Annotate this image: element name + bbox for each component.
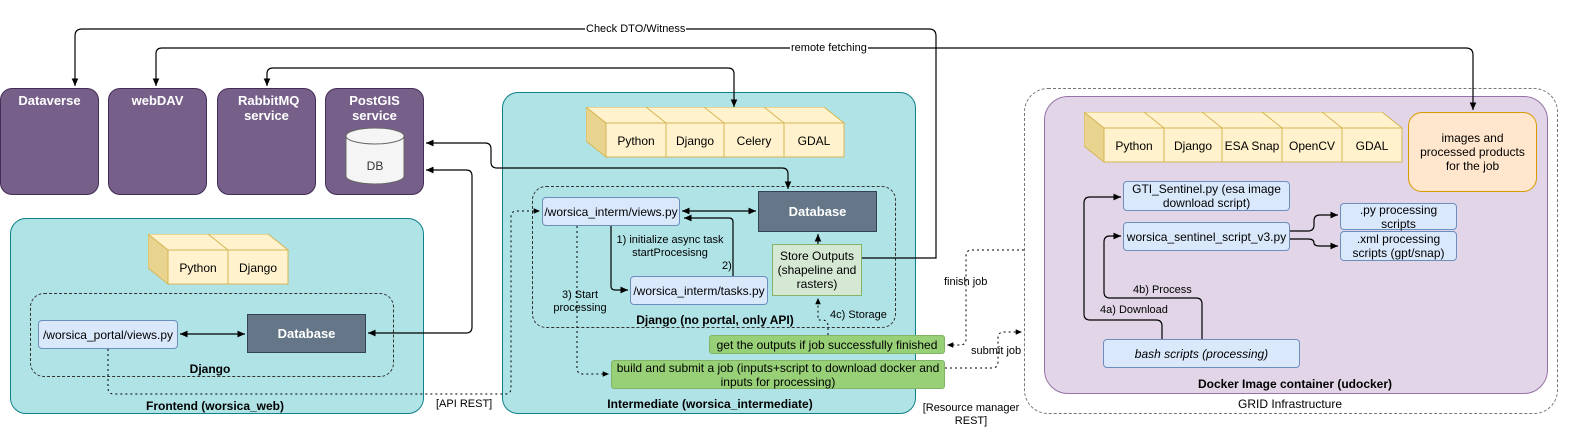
db-cylinder-icon: DB	[345, 127, 405, 185]
build-submit-node[interactable]: build and submit a job (inputs+script to…	[611, 360, 945, 389]
worsica-script-label: worsica_sentinel_script_v3.py	[1126, 229, 1287, 244]
interm-views-node[interactable]: /worsica_interm/views.py	[542, 197, 680, 226]
store-outputs-label: Store Outputs (shapeline and rasters)	[777, 249, 857, 291]
intermediate-title: Intermediate (worsica_intermediate)	[607, 397, 813, 411]
py-scripts-node[interactable]: .py processing scripts	[1340, 202, 1457, 231]
docker-stack-cubes: Python Django ESA Snap OpenCV GDAL	[1084, 112, 1404, 164]
xml-scripts-label: .xml processing scripts (gpt/snap)	[1352, 232, 1445, 260]
frontend-stack-item: Django	[239, 261, 277, 275]
store-outputs-node[interactable]: Store Outputs (shapeline and rasters)	[772, 244, 862, 296]
get-outputs-node[interactable]: get the outputs if job successfully fini…	[709, 335, 945, 354]
step2-label: 2)	[722, 260, 732, 272]
interm-tasks-label: /worsica_interm/tasks.py	[633, 283, 765, 298]
init-async-label: 1) initialize async task startProcesisng	[616, 234, 724, 259]
bash-scripts-node[interactable]: bash scripts (processing)	[1103, 339, 1300, 368]
gti-sentinel-label: GTI_Sentinel.py (esa image download scri…	[1132, 182, 1281, 210]
docker-stack-item: ESA Snap	[1225, 139, 1280, 153]
frontend-stack-item: Python	[179, 261, 216, 275]
gti-sentinel-node[interactable]: GTI_Sentinel.py (esa image download scri…	[1123, 181, 1290, 211]
images-products-node[interactable]: images and processed products for the jo…	[1408, 112, 1537, 192]
api-rest-label: [API REST]	[436, 398, 493, 410]
intermediate-stack-item: Django	[676, 134, 714, 148]
docker-container-title: Docker Image container (udocker)	[1197, 377, 1393, 391]
get-outputs-label: get the outputs if job successfully fini…	[716, 337, 938, 352]
docker-stack-item: Django	[1174, 139, 1212, 153]
download-label: 4a) Download	[1100, 304, 1168, 316]
intermediate-stack-item: Celery	[737, 134, 772, 148]
dataverse-label: Dataverse	[18, 93, 81, 108]
bash-scripts-label: bash scripts (processing)	[1134, 346, 1269, 361]
process-label: 4b) Process	[1133, 284, 1192, 296]
build-submit-label: build and submit a job (inputs+script to…	[616, 360, 940, 389]
finish-job-label: finish job	[944, 276, 988, 288]
docker-stack-item: OpenCV	[1289, 139, 1335, 153]
images-products-label: images and processed products for the jo…	[1420, 131, 1525, 173]
intermediate-database-label: Database	[788, 204, 847, 219]
finish-job-connector	[947, 249, 1024, 348]
docker-stack-item: Python	[1115, 139, 1152, 153]
check-dto-label: Check DTO/Witness	[585, 23, 687, 36]
rabbitmq-label: RabbitMQ service	[238, 93, 300, 123]
submit-job-label: submit job	[971, 345, 1022, 357]
intermediate-stack-item: GDAL	[798, 134, 831, 148]
postgis-label: PostGIS service	[349, 93, 400, 123]
xml-scripts-node[interactable]: .xml processing scripts (gpt/snap)	[1340, 231, 1457, 261]
intermediate-stack-item: Python	[617, 134, 654, 148]
frontend-stack-cubes: Python Django	[148, 234, 290, 286]
webdav-service: webDAV	[108, 88, 207, 195]
frontend-database-node[interactable]: Database	[247, 314, 366, 353]
interm-views-label: /worsica_interm/views.py	[544, 204, 678, 219]
storage-label: 4c) Storage	[830, 309, 887, 321]
resource-manager-label: [Resource manager REST]	[922, 402, 1020, 427]
frontend-database-label: Database	[277, 326, 336, 341]
worsica-script-node[interactable]: worsica_sentinel_script_v3.py	[1123, 222, 1290, 251]
interm-tasks-node[interactable]: /worsica_interm/tasks.py	[630, 276, 768, 305]
grid-title: GRID Infrastructure	[1237, 397, 1343, 411]
portal-views-label: /worsica_portal/views.py	[42, 327, 174, 342]
webdav-label: webDAV	[131, 93, 184, 108]
remote-fetching-label: remote fetching	[790, 42, 868, 55]
intermediate-django-label: Django (no portal, only API)	[636, 313, 794, 327]
db-label: DB	[367, 159, 384, 173]
intermediate-database-node[interactable]: Database	[758, 191, 877, 232]
frontend-title: Frontend (worsica_web)	[145, 399, 285, 413]
start-processing-label: 3) Start processing	[553, 289, 607, 314]
portal-views-node[interactable]: /worsica_portal/views.py	[38, 320, 178, 349]
rabbitmq-service: RabbitMQ service	[217, 88, 316, 195]
docker-stack-item: GDAL	[1356, 139, 1389, 153]
dataverse-service: Dataverse	[0, 88, 99, 195]
intermediate-stack-cubes: Python Django Celery GDAL	[586, 107, 846, 159]
py-scripts-label: .py processing scripts	[1359, 202, 1438, 231]
frontend-django-label: Django	[189, 362, 231, 376]
